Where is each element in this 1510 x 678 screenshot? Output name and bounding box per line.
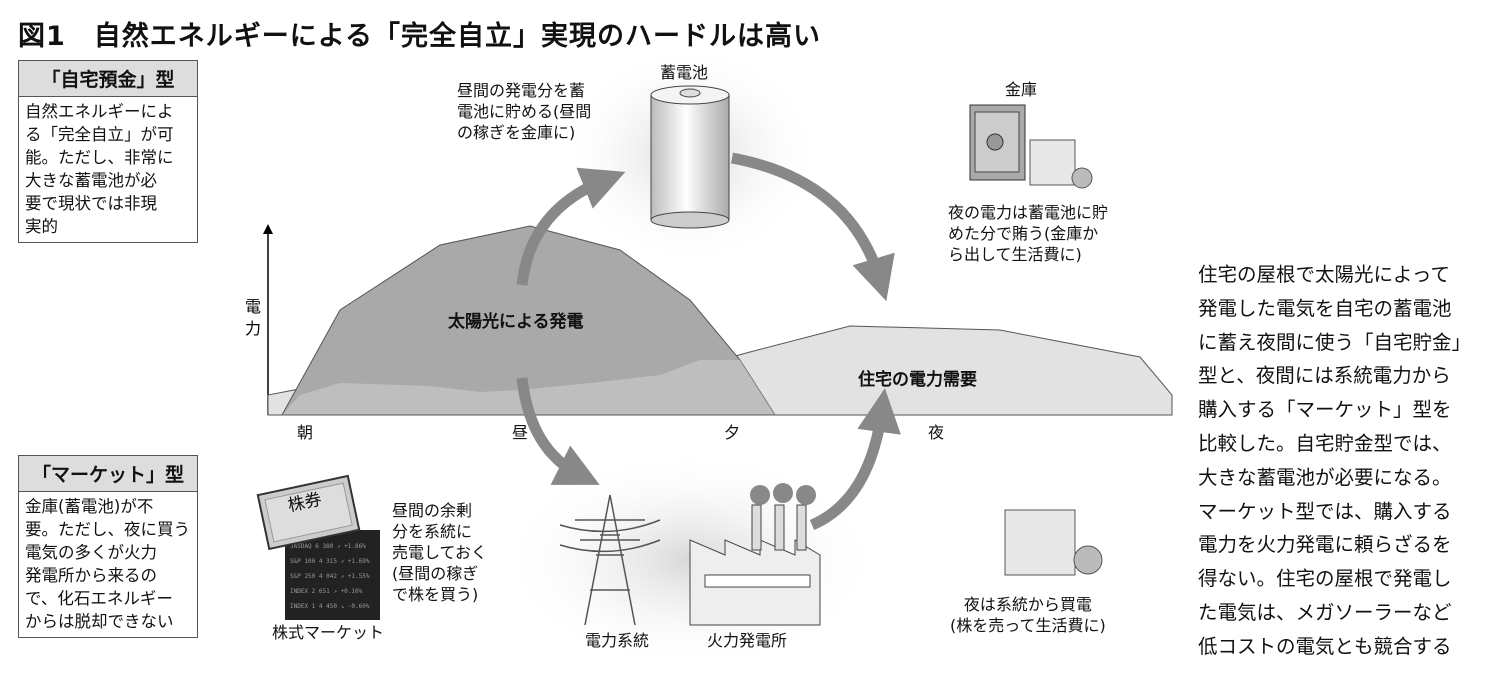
- battery-label: 蓄電池: [660, 63, 709, 82]
- svg-text:S&P 100 4 315 ↗ +1.69%: S&P 100 4 315 ↗ +1.69%: [290, 558, 370, 565]
- y-axis-label-2: 力: [245, 319, 261, 338]
- text-line: 大きな蓄電池が必要になる。: [1198, 465, 1452, 489]
- night-buy-note: 夜は系統から買電 (株を売って生活費に): [950, 594, 1106, 636]
- text-line: ら出して生活費に): [948, 245, 1082, 264]
- svg-text:JASDAQ 6 380 ↗ +1.86%: JASDAQ 6 380 ↗ +1.86%: [290, 543, 366, 550]
- text-line: 電気の多くが火力: [25, 543, 157, 562]
- arrow-to-grid-icon: [516, 377, 600, 485]
- home-savings-header: 「自宅預金」型: [19, 61, 197, 97]
- label-noon: 昼: [512, 423, 529, 442]
- plant-label: 火力発電所: [707, 631, 788, 650]
- svg-text:INDEX 2 651 ↗ +0.10%: INDEX 2 651 ↗ +0.10%: [290, 588, 363, 595]
- safe-icon: [969, 104, 1093, 189]
- text-line: 電池に貯める(昼間: [457, 102, 592, 121]
- stock-market-label: 株式マーケット: [272, 623, 385, 642]
- text-line: 購入する「マーケット」型を: [1198, 398, 1452, 422]
- text-line: (株を売って生活費に): [950, 616, 1106, 635]
- text-line: 夜の電力は蓄電池に貯: [948, 203, 1109, 222]
- battery-note: 昼間の発電分を蓄 電池に貯める(昼間 の稼ぎを金庫に): [457, 80, 591, 143]
- text-line: めた分で賄う(金庫か: [948, 224, 1099, 243]
- label-morning: 朝: [297, 423, 314, 442]
- text-line: 型と、夜間には系統電力から: [1198, 364, 1451, 388]
- safe-label: 金庫: [1005, 80, 1038, 99]
- text-line: 大きな蓄電池が必: [25, 171, 157, 190]
- text-line: 発電した電気を自宅の蓄電池: [1198, 296, 1452, 320]
- text-line: 金庫(蓄電池)が不: [25, 497, 154, 516]
- power-plant-icon: [689, 483, 821, 626]
- text-line: からは脱却できない: [25, 612, 174, 631]
- solar-label: 太陽光による発電: [448, 312, 584, 332]
- svg-text:S&P 250 4 042 ↗ +1.55%: S&P 250 4 042 ↗ +1.55%: [290, 573, 370, 580]
- stock-note: 昼間の余剰 分を系統に 売電しておく (昼間の稼ぎ で株を買う): [392, 500, 487, 605]
- text-line: (昼間の稼ぎ: [392, 564, 479, 583]
- grid-label: 電力系統: [585, 631, 650, 650]
- y-axis-label-1: 電: [245, 297, 261, 316]
- home-savings-box: 「自宅預金」型 自然エネルギーによ る「完全自立」が可 能。ただし、非常に 大き…: [18, 60, 198, 243]
- stock-market-icon: JASDAQ 6 380 ↗ +1.86% S&P 100 4 315 ↗ +1…: [256, 474, 380, 620]
- market-text: 金庫(蓄電池)が不 要。ただし、夜に買う 電気の多くが火力 発電所から来るの で…: [19, 492, 197, 637]
- text-line: 実的: [25, 217, 58, 236]
- label-evening: 夕: [724, 423, 741, 442]
- text-line: 電力を火力発電に頼らざるを: [1198, 533, 1452, 557]
- demand-label: 住宅の電力需要: [858, 370, 977, 390]
- text-line: 要。ただし、夜に買う: [25, 520, 190, 539]
- text-line: 得ない。住宅の屋根で発電し: [1198, 567, 1452, 591]
- text-line: 昼間の余剰: [392, 501, 473, 520]
- text-line: 比較した。自宅貯金型では、: [1198, 431, 1452, 455]
- text-line: 売電しておく: [392, 543, 488, 562]
- text-line: 住宅の屋根で太陽光によって: [1198, 263, 1450, 286]
- arrow-to-night-icon: [730, 152, 895, 302]
- text-line: 要で現状では非現: [25, 194, 157, 213]
- market-box: 「マーケット」型 金庫(蓄電池)が不 要。ただし、夜に買う 電気の多くが火力 発…: [18, 455, 198, 638]
- overlap-area: [282, 360, 775, 415]
- text-line: 能。ただし、非常に: [25, 148, 174, 167]
- text-line: で株を買う): [392, 585, 479, 604]
- label-night: 夜: [928, 423, 945, 442]
- text-line: 自然エネルギーによ: [25, 102, 174, 121]
- text-line: 昼間の発電分を蓄: [457, 81, 586, 100]
- text-line: で、化石エネルギー: [25, 589, 173, 608]
- side-description: 住宅の屋根で太陽光によって 発電した電気を自宅の蓄電池 に蓄え夜間に使う「自宅貯…: [1198, 258, 1498, 664]
- text-line: 低コストの電気とも競合する: [1198, 634, 1452, 658]
- text-line: た電気は、メガソーラーなど: [1198, 600, 1452, 624]
- text-line: 分を系統に: [392, 522, 473, 541]
- text-line: 発電所から来るの: [25, 566, 157, 585]
- safe-note: 夜の電力は蓄電池に貯 めた分で賄う(金庫か ら出して生活費に): [948, 202, 1108, 265]
- text-line: マーケット型では、購入する: [1198, 499, 1452, 523]
- arrow-to-battery-icon: [516, 167, 626, 286]
- transmission-tower-icon: [559, 494, 661, 626]
- market-header: 「マーケット」型: [19, 456, 197, 492]
- cash-stack-icon: [1004, 509, 1103, 576]
- text-line: に蓄え夜間に使う「自宅貯金」: [1198, 330, 1472, 354]
- home-savings-text: 自然エネルギーによ る「完全自立」が可 能。ただし、非常に 大きな蓄電池が必 要…: [19, 97, 197, 242]
- svg-text:INDEX 1 4 450 ↘ -0.60%: INDEX 1 4 450 ↘ -0.60%: [290, 603, 370, 610]
- text-line: 夜は系統から買電: [963, 595, 1092, 614]
- battery-icon: [650, 85, 730, 229]
- text-line: の稼ぎを金庫に): [457, 123, 576, 142]
- text-line: る「完全自立」が可: [25, 125, 174, 144]
- arrow-from-plant-icon: [809, 388, 901, 531]
- y-axis-arrow-icon: [263, 224, 273, 234]
